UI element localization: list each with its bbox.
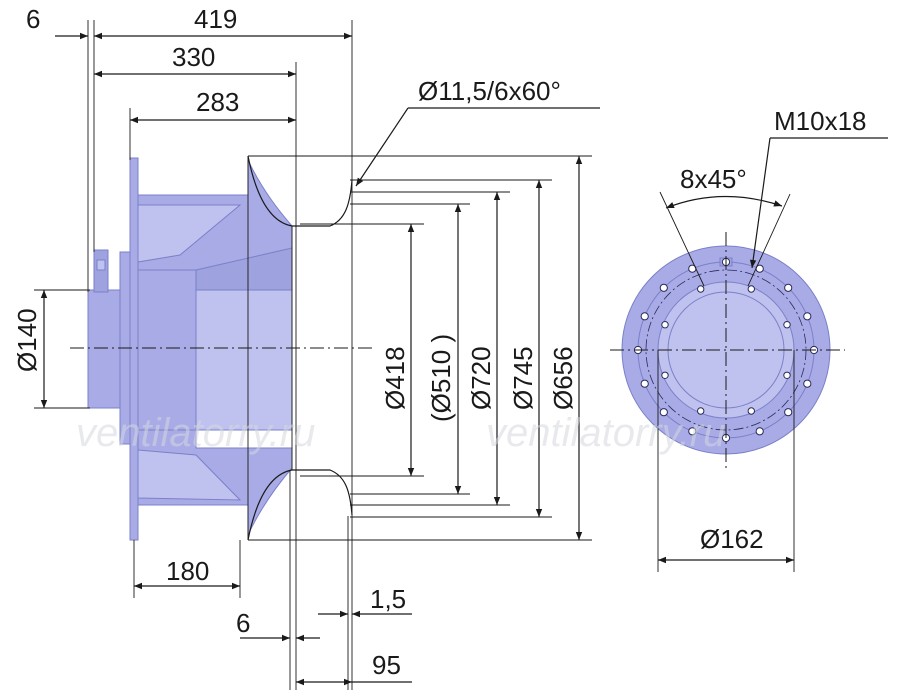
- bolt-hole: [661, 371, 669, 379]
- hole-spec-callout: Ø11,5/6x60°: [355, 76, 600, 187]
- bolt-hole: [803, 312, 812, 321]
- watermark-left: ventilatorry.ru: [76, 411, 315, 455]
- angle-callout: 8x45°: [659, 164, 791, 287]
- thread-callout: M10x18: [749, 106, 888, 269]
- dim-6-bottom: 6: [236, 608, 250, 638]
- mounting-holes: [633, 257, 819, 443]
- bolt-hole: [661, 321, 669, 329]
- inlet-cone-bottom: [247, 469, 353, 541]
- fan-side-view: [87, 155, 353, 541]
- dim-d656: Ø656: [548, 346, 578, 410]
- hub-diameter-dimension: Ø140: [12, 289, 90, 409]
- motor-body: [137, 269, 197, 431]
- bolt-hole: [640, 379, 649, 388]
- dim-1-5: 1,5: [370, 584, 406, 614]
- diameter-dimensions: Ø418 (Ø510 ) Ø720 Ø745 Ø656: [248, 155, 592, 541]
- dim-330: 330: [172, 42, 215, 72]
- bolt-hole: [783, 321, 791, 329]
- dim-95: 95: [372, 650, 401, 680]
- cable-gland: [96, 259, 106, 271]
- bolt-hole: [803, 379, 812, 388]
- bolt-hole: [688, 427, 697, 436]
- hole-spec-label: Ø11,5/6x60°: [418, 76, 561, 106]
- dim-419: 419: [194, 4, 237, 34]
- bottom-dimensions: 180 6 1,5 95: [133, 470, 412, 690]
- bolt-hole: [784, 408, 793, 417]
- bolt-hole: [697, 407, 705, 415]
- top-dimensions: 6 419 330 283: [26, 4, 353, 690]
- bolt-hole: [783, 371, 791, 379]
- dim-d418: Ø418: [380, 346, 410, 410]
- dim-6-top: 6: [26, 4, 40, 34]
- bolt-hole: [697, 285, 705, 293]
- bolt-hole: [755, 427, 764, 436]
- pcd-dimension: Ø162: [657, 350, 795, 572]
- dim-d720: Ø720: [466, 346, 496, 410]
- angle-label: 8x45°: [680, 164, 747, 194]
- dim-d140: Ø140: [12, 308, 42, 372]
- dim-d510: (Ø510 ): [426, 334, 456, 422]
- inlet-cone-top: [247, 155, 353, 227]
- back-plate: [129, 157, 139, 541]
- thread-label: M10x18: [774, 106, 867, 136]
- bolt-hole: [659, 408, 668, 417]
- bolt-hole: [747, 285, 755, 293]
- terminal-box: [93, 249, 109, 293]
- watermark-right: ventilatorry.ru: [486, 411, 725, 455]
- motor-hub: [87, 289, 123, 409]
- bolt-hole: [747, 407, 755, 415]
- motor-rotor: [195, 289, 293, 431]
- dim-180: 180: [166, 556, 209, 586]
- dim-d162: Ø162: [700, 524, 764, 554]
- dim-283: 283: [196, 87, 239, 117]
- bolt-hole: [640, 312, 649, 321]
- bolt-hole: [784, 283, 793, 292]
- dim-d745: Ø745: [508, 346, 538, 410]
- bolt-hole: [659, 283, 668, 292]
